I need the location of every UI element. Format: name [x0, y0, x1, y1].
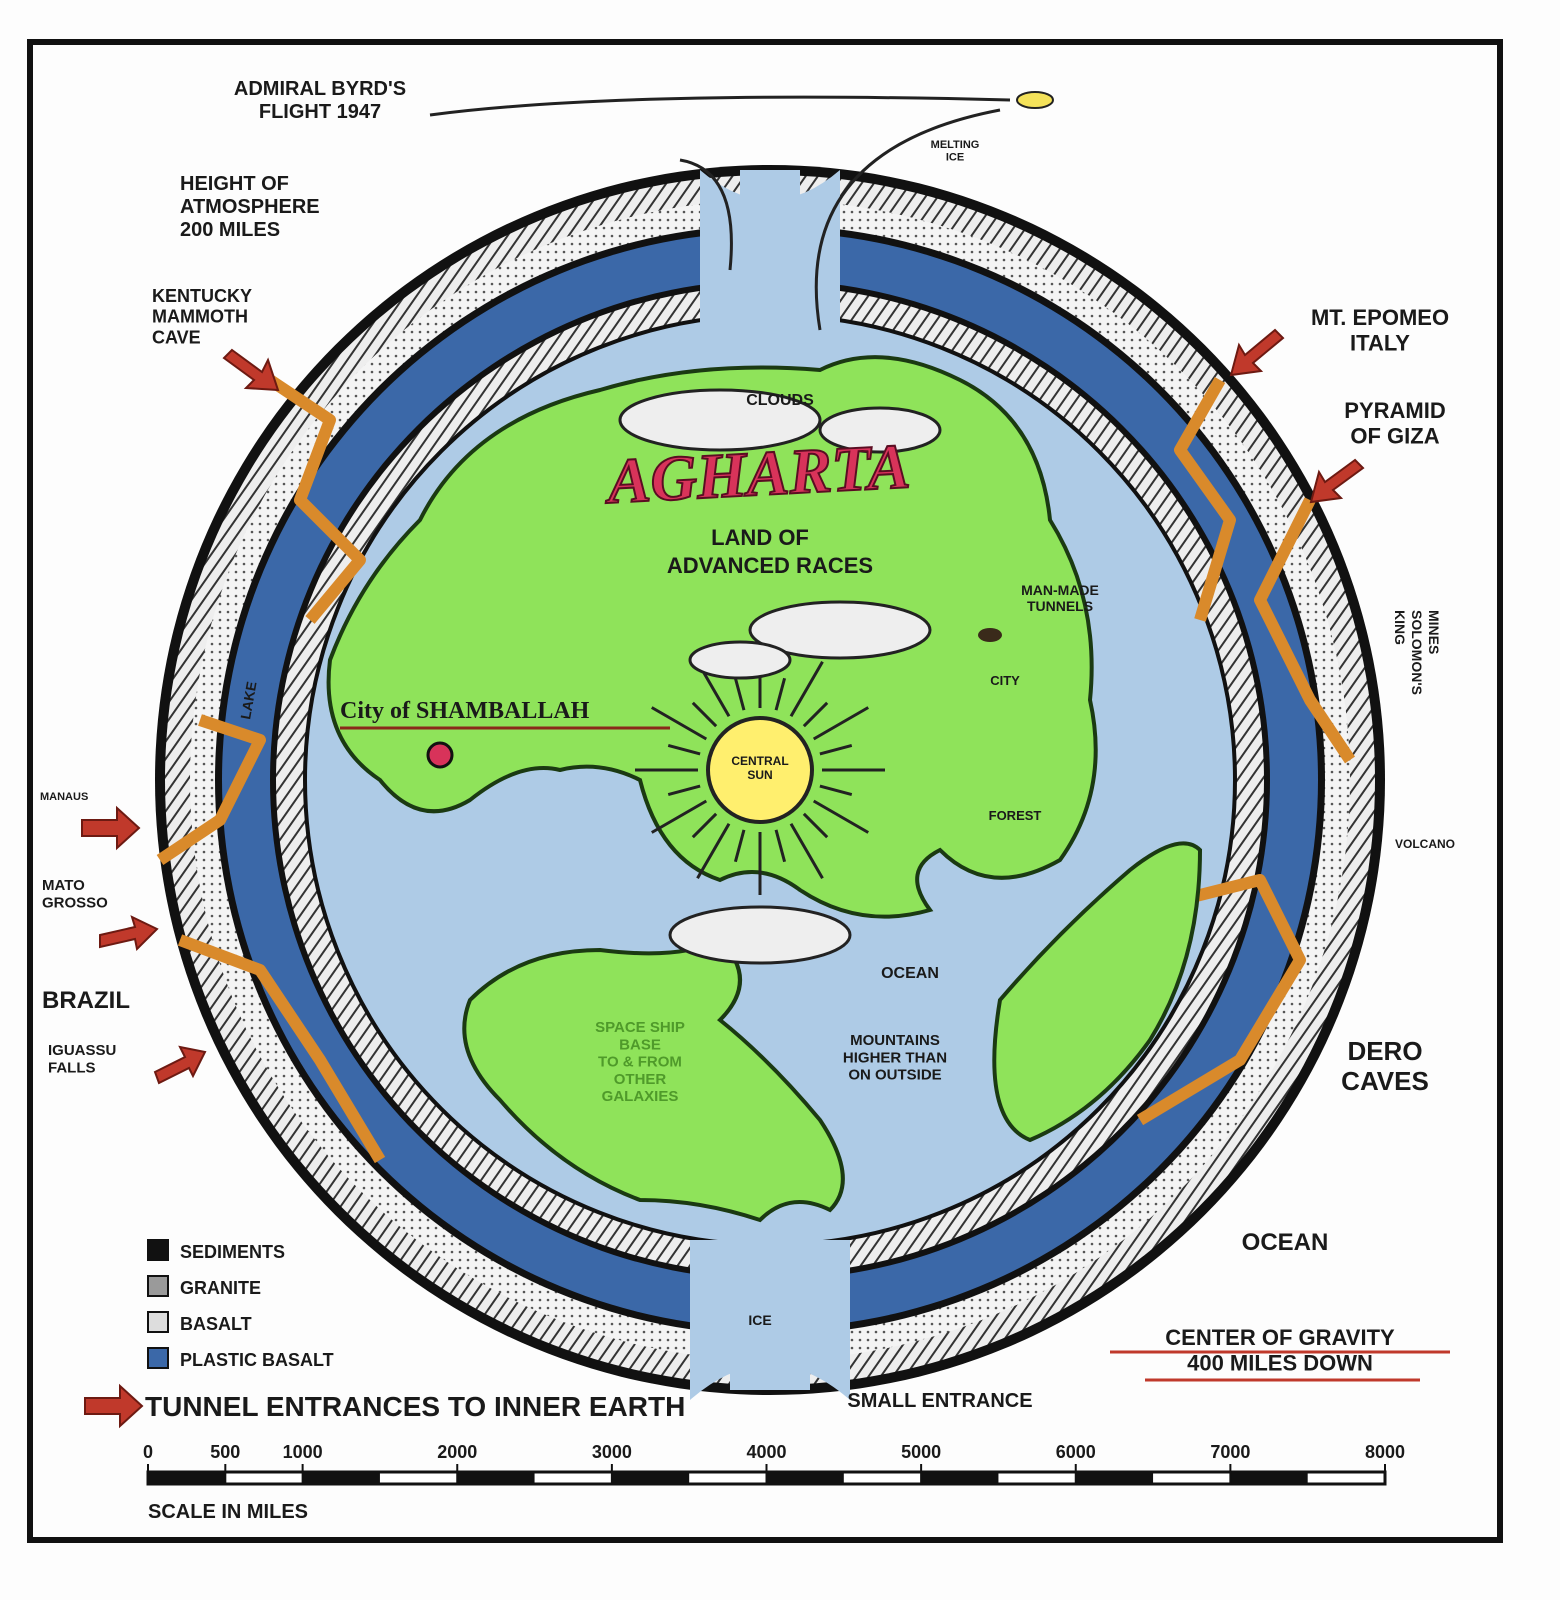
label-shamballah: City of SHAMBALLAH — [340, 698, 590, 724]
label-ice: ICE — [748, 1312, 771, 1328]
shamballah-marker — [426, 741, 454, 769]
arrow-iguassu-icon — [153, 1045, 207, 1085]
city-marker — [978, 628, 1002, 642]
scale-segment — [766, 1472, 844, 1484]
byrd-flight-path — [429, 95, 1011, 117]
scale-segment — [921, 1472, 999, 1484]
legend-swatch — [147, 1239, 169, 1261]
scale-bar: 0 500 1000 2000 3000 4000 5000 6000 7000 8000SCAL… — [143, 1442, 1405, 1523]
scale-tick-label: 5000 — [901, 1442, 941, 1462]
label-small-entrance: SMALL ENTRANCE — [847, 1390, 1032, 1412]
flight-arcs — [679, 108, 1001, 331]
legend: SEDIMENTS GRANITE BASALT PLASTIC BASALT TUNN… — [145, 1239, 685, 1422]
scale-segment — [611, 1472, 690, 1484]
label-lake: LAKE — [237, 680, 259, 720]
scale-tick-label: 500 — [210, 1442, 240, 1462]
legend-label: SEDIMENTS — [180, 1242, 285, 1262]
scale-segment — [1075, 1472, 1154, 1484]
aircraft-icon — [1016, 91, 1054, 109]
label-solomon: KINGSOLOMON'SMINES — [1392, 610, 1442, 695]
arrow-mato-grosso-icon — [99, 915, 159, 952]
scale-segment — [457, 1472, 535, 1484]
scale-segment — [148, 1472, 226, 1484]
scale-segment — [302, 1472, 380, 1484]
legend-swatch — [147, 1347, 169, 1369]
label-forest: FOREST — [989, 808, 1042, 823]
scale-tick-label: 4000 — [746, 1442, 786, 1462]
globe — [155, 165, 1385, 1400]
arrow-legend-icon — [84, 1383, 144, 1429]
arrow-manaus-icon — [81, 805, 141, 851]
legend-label: GRANITE — [180, 1278, 261, 1298]
scale-tick-label: 6000 — [1056, 1442, 1096, 1462]
legend-label: PLASTIC BASALT — [180, 1350, 334, 1370]
scale-tick-label: 7000 — [1210, 1442, 1250, 1462]
continent-north — [326, 355, 1098, 919]
tunnel-legend: TUNNEL ENTRANCES TO INNER EARTH — [145, 1391, 685, 1422]
label-city: CITY — [990, 673, 1020, 688]
scale-tick-label: 0 — [143, 1442, 153, 1462]
title-agharta: AGHARTA — [602, 430, 912, 517]
arrow-giza-icon — [1309, 458, 1365, 504]
tunnel-entrance-arrows — [81, 328, 1365, 1429]
label-manaus: MANAUS — [40, 791, 88, 803]
clouds — [618, 388, 942, 965]
legend-swatch — [147, 1275, 169, 1297]
scale-tick-label: 8000 — [1365, 1442, 1405, 1462]
legend-swatch — [147, 1311, 169, 1333]
scale-tick-label: 2000 — [437, 1442, 477, 1462]
scale-caption: SCALE IN MILES — [148, 1501, 308, 1523]
legend-label: BASALT — [180, 1314, 252, 1334]
label-clouds: CLOUDS — [746, 392, 814, 409]
arrow-epomeo-icon — [1229, 328, 1285, 377]
scale-segment — [1230, 1472, 1308, 1484]
label-ocean-outer: OCEAN — [1242, 1229, 1329, 1256]
scale-tick-label: 1000 — [283, 1442, 323, 1462]
tunnels — [156, 375, 1355, 1164]
central-sun — [635, 645, 885, 895]
label-brazil: BRAZIL — [42, 987, 130, 1014]
continent-south — [462, 937, 845, 1223]
continent-east — [992, 841, 1203, 1143]
arrow-kentucky-icon — [222, 348, 280, 392]
label-ocean-inner: OCEAN — [881, 965, 939, 982]
scale-tick-label: 3000 — [592, 1442, 632, 1462]
label-volcano: VOLCANO — [1395, 837, 1455, 851]
